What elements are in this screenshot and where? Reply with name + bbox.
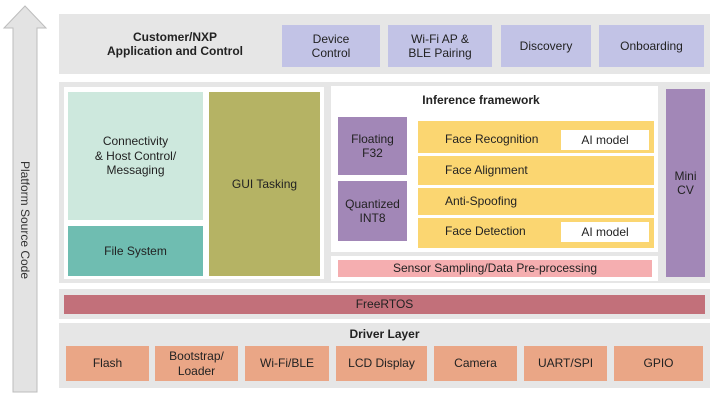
face-recognition-label: Face Recognition: [445, 131, 539, 146]
quantized-int8-box: Quantized INT8: [338, 181, 407, 241]
models-panel-divider: [418, 215, 654, 218]
onboarding-box: Onboarding: [599, 25, 704, 67]
driver-camera: Camera: [434, 346, 517, 381]
onboarding-label: Onboarding: [620, 38, 683, 53]
driver-uart-spi-label: UART/SPI: [537, 356, 594, 371]
discovery-label: Discovery: [519, 38, 573, 53]
mini-cv-box: Mini CV: [666, 89, 705, 277]
connectivity-line1: Connectivity: [102, 134, 169, 149]
mini-cv-line2: CV: [677, 183, 694, 197]
device-control-line1: Device: [312, 31, 350, 46]
face-recognition-ai-model-badge: AI model: [561, 130, 649, 150]
device-control-box: Device Control: [282, 25, 380, 67]
gui-tasking-label: GUI Tasking: [231, 176, 298, 191]
driver-uart-spi: UART/SPI: [524, 346, 607, 381]
freertos-bar: FreeRTOS: [64, 295, 705, 314]
device-control-line2: Control: [311, 46, 351, 60]
connectivity-box: Connectivity & Host Control/ Messaging: [68, 92, 203, 220]
driver-wifi-ble-label: Wi-Fi/BLE: [260, 356, 314, 371]
arrow-shape: [2, 5, 48, 393]
file-system-box: File System: [68, 226, 203, 276]
driver-flash-label: Flash: [92, 356, 123, 371]
app-title-line2: Application and Control: [107, 44, 243, 58]
driver-bootstrap-loader: Bootstrap/ Loader: [155, 346, 238, 381]
wifi-pairing-line2: BLE Pairing: [408, 46, 472, 60]
driver-flash: Flash: [66, 346, 149, 381]
driver-bootstrap-line1: Bootstrap/: [169, 349, 224, 364]
connectivity-line2: & Host Control/: [94, 148, 177, 163]
driver-lcd-display: LCD Display: [336, 346, 427, 381]
platform-source-label: Platform Source Code: [18, 160, 32, 280]
mini-cv-line1: Mini: [674, 168, 697, 183]
application-layer-title: Customer/NXP Application and Control: [70, 24, 280, 64]
driver-gpio-label: GPIO: [643, 356, 674, 371]
face-detection-ai-model-badge: AI model: [561, 222, 649, 242]
platform-source-arrow: [2, 5, 48, 393]
floating-line1: Floating: [351, 131, 394, 146]
quantized-line2: INT8: [359, 211, 386, 225]
driver-bootstrap-line2: Loader: [177, 363, 216, 378]
gui-tasking-box: GUI Tasking: [209, 92, 320, 276]
floating-line2: F32: [362, 146, 383, 160]
models-panel-divider: [418, 185, 654, 188]
floating-f32-box: Floating F32: [338, 117, 407, 175]
discovery-box: Discovery: [501, 25, 591, 67]
wifi-ble-pairing-box: Wi-Fi AP & BLE Pairing: [388, 25, 492, 67]
driver-wifi-ble: Wi-Fi/BLE: [245, 346, 329, 381]
driver-layer-title: Driver Layer: [349, 326, 420, 341]
driver-lcd-label: LCD Display: [348, 356, 415, 371]
inference-framework-frame: [331, 86, 658, 114]
file-system-label: File System: [104, 243, 167, 258]
face-alignment-label: Face Alignment: [445, 163, 528, 178]
models-panel-divider: [418, 153, 654, 156]
wifi-pairing-line1: Wi-Fi AP &: [411, 31, 469, 46]
inference-framework-title: Inference framework: [422, 92, 540, 107]
driver-camera-label: Camera: [454, 356, 497, 371]
sensor-sampling-box: Sensor Sampling/Data Pre-processing: [338, 260, 652, 277]
connectivity-line3: Messaging: [106, 163, 165, 178]
anti-spoofing-label: Anti-Spoofing: [445, 193, 518, 208]
quantized-line1: Quantized: [345, 196, 400, 211]
face-detection-label: Face Detection: [445, 224, 526, 239]
app-title-line1: Customer/NXP: [132, 29, 218, 44]
driver-gpio: GPIO: [614, 346, 703, 381]
